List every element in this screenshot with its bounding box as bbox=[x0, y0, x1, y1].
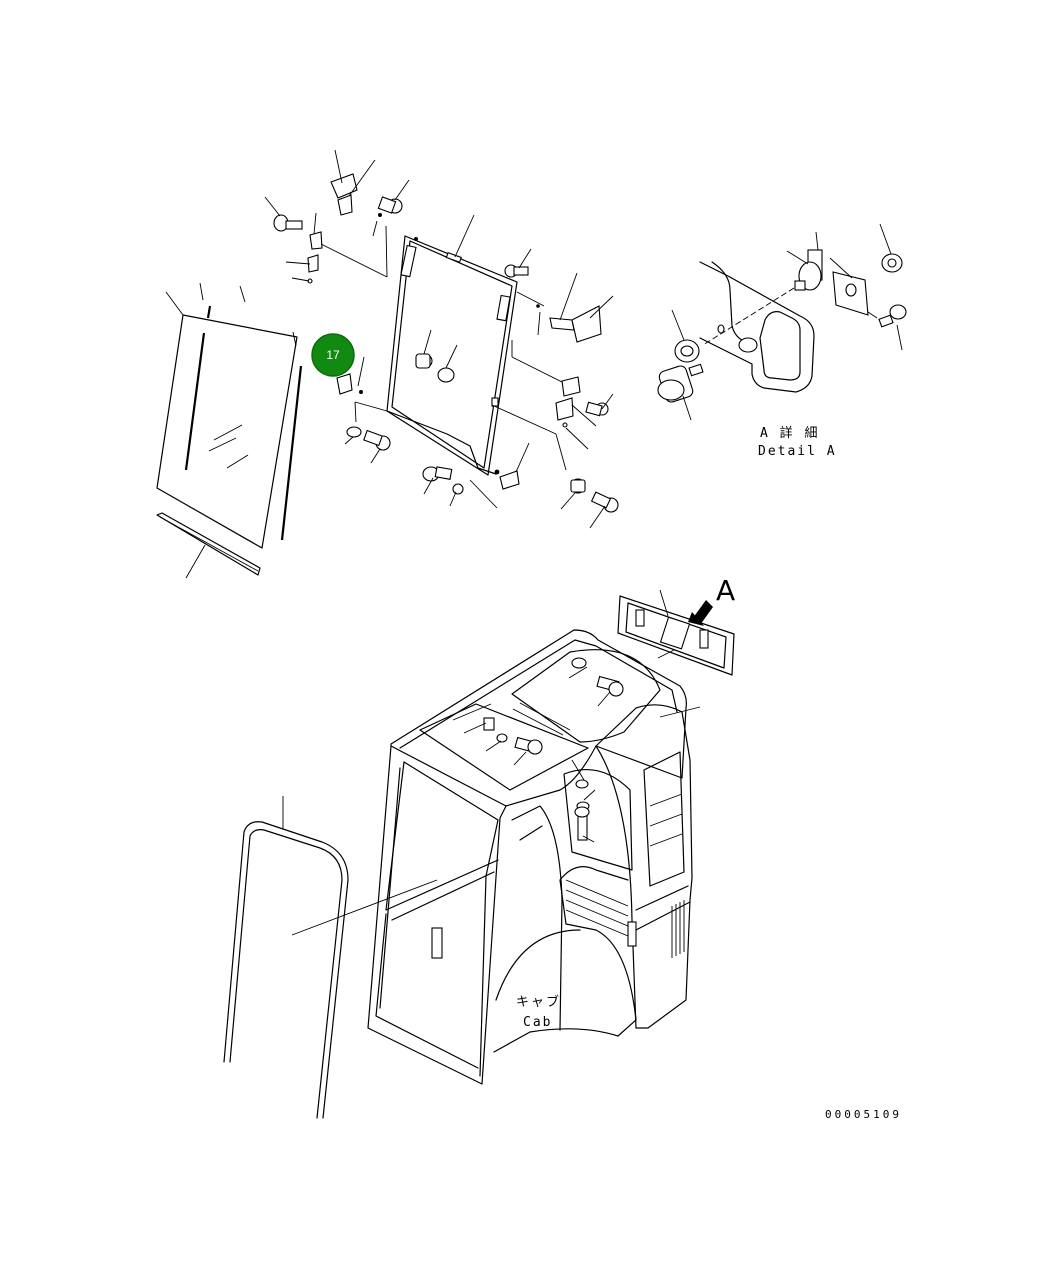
view-arrow-a: A bbox=[688, 574, 735, 626]
detail-a-title-jp: A 詳 細 bbox=[760, 425, 819, 441]
right-hinge-hardware bbox=[491, 248, 619, 529]
cab-label-jp: キャブ bbox=[516, 994, 561, 1010]
rear-vent-grille bbox=[671, 900, 685, 958]
drawing-number: 00005109 bbox=[825, 1108, 902, 1121]
detail-a-title-en: Detail A bbox=[758, 444, 837, 459]
lower-hinge-hardware bbox=[336, 356, 530, 509]
window-glass bbox=[156, 314, 298, 549]
upper-hinge-hardware bbox=[264, 149, 410, 284]
detail-a-view: A 詳 細 Detail A bbox=[657, 223, 907, 459]
roof-bracket-panel bbox=[617, 589, 735, 676]
callout-17-number: 17 bbox=[326, 348, 340, 362]
view-label-a: A bbox=[716, 574, 735, 607]
cab-label-en: Cab bbox=[523, 1015, 552, 1030]
window-frame bbox=[386, 235, 518, 476]
door-seal bbox=[223, 796, 349, 1119]
cab-structure: キャブ Cab bbox=[291, 629, 701, 1085]
callout-17[interactable]: 17 bbox=[311, 333, 355, 377]
callout-17-marker[interactable] bbox=[311, 333, 355, 377]
window-frame-assembly bbox=[386, 214, 518, 476]
window-glass-assembly bbox=[156, 282, 303, 579]
